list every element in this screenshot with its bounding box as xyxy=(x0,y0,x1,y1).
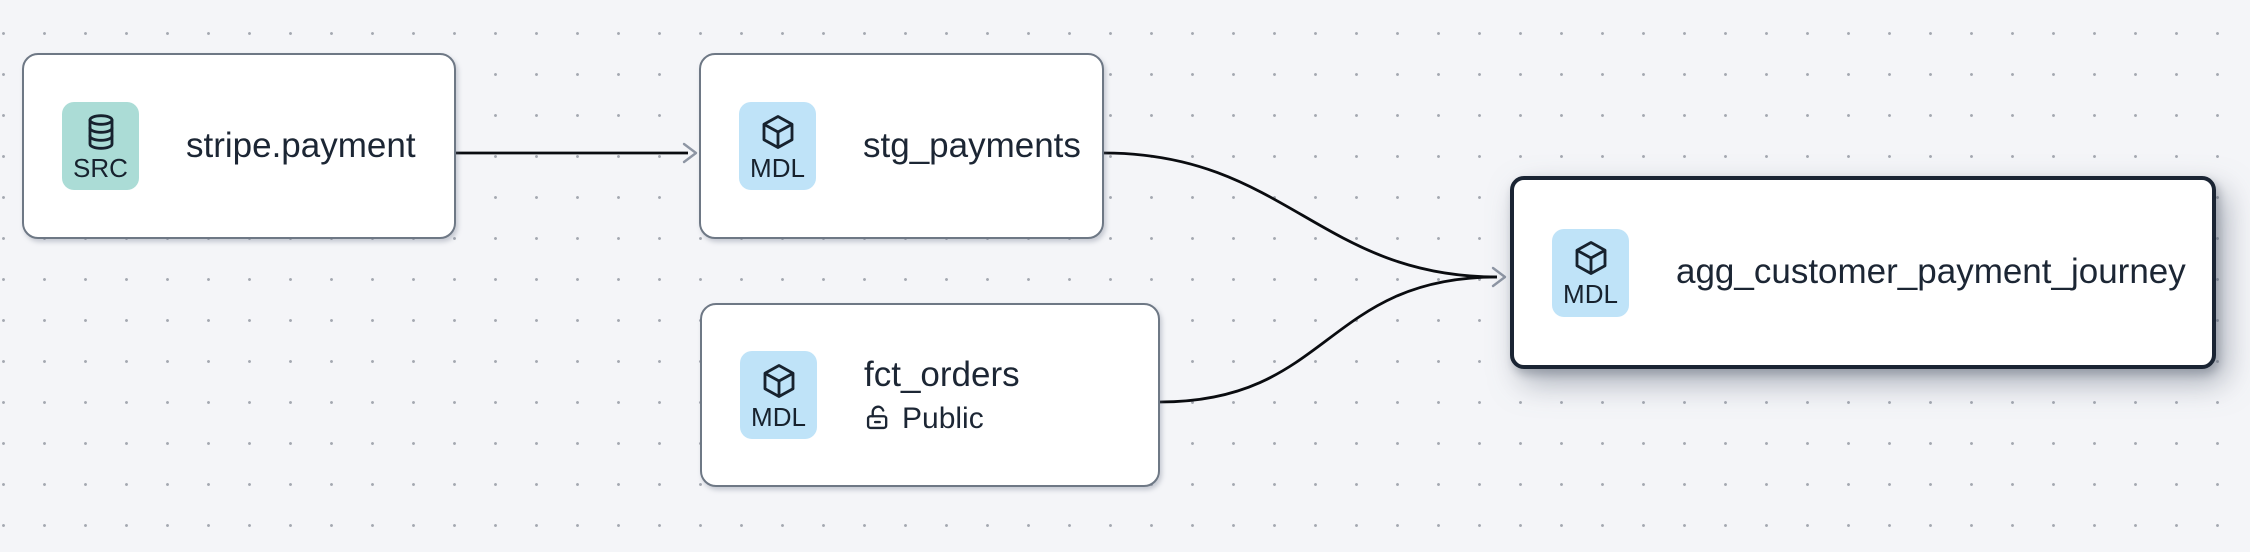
cube-icon xyxy=(762,114,793,149)
lineage-node-agg-customer-payment-journey[interactable]: MDL agg_customer_payment_journey xyxy=(1510,176,2216,369)
model-badge: MDL xyxy=(740,351,817,439)
access-label: Public xyxy=(902,401,984,435)
model-badge: MDL xyxy=(1552,228,1629,317)
access-indicator: Public xyxy=(864,402,1020,435)
model-badge: MDL xyxy=(739,102,816,190)
cube-icon xyxy=(763,363,794,398)
unlock-icon xyxy=(866,405,888,430)
badge-label: MDL xyxy=(751,401,806,432)
cube-icon xyxy=(1575,241,1606,275)
database-icon xyxy=(88,113,113,150)
source-badge: SRC xyxy=(62,102,139,190)
arrowhead-icon xyxy=(682,142,698,164)
lineage-node-stg-payments[interactable]: MDL stg_payments xyxy=(699,53,1104,239)
lineage-node-stripe-payment[interactable]: SRC stripe.payment xyxy=(22,53,456,239)
node-label: fct_orders xyxy=(864,355,1020,395)
edge-stg-payments-to-agg-customer-payment-journey xyxy=(1103,151,1498,279)
badge-label: MDL xyxy=(1563,279,1618,309)
arrowhead-icon xyxy=(1491,266,1507,288)
node-label: agg_customer_payment_journey xyxy=(1676,252,2186,292)
node-label: stg_payments xyxy=(863,125,1081,165)
badge-label: SRC xyxy=(73,152,128,183)
lineage-node-fct-orders[interactable]: MDL fct_orders Public xyxy=(700,303,1160,487)
node-label: stripe.payment xyxy=(186,125,416,165)
badge-label: MDL xyxy=(750,152,805,183)
edge-fct-orders-to-agg-customer-payment-journey xyxy=(1159,275,1498,404)
